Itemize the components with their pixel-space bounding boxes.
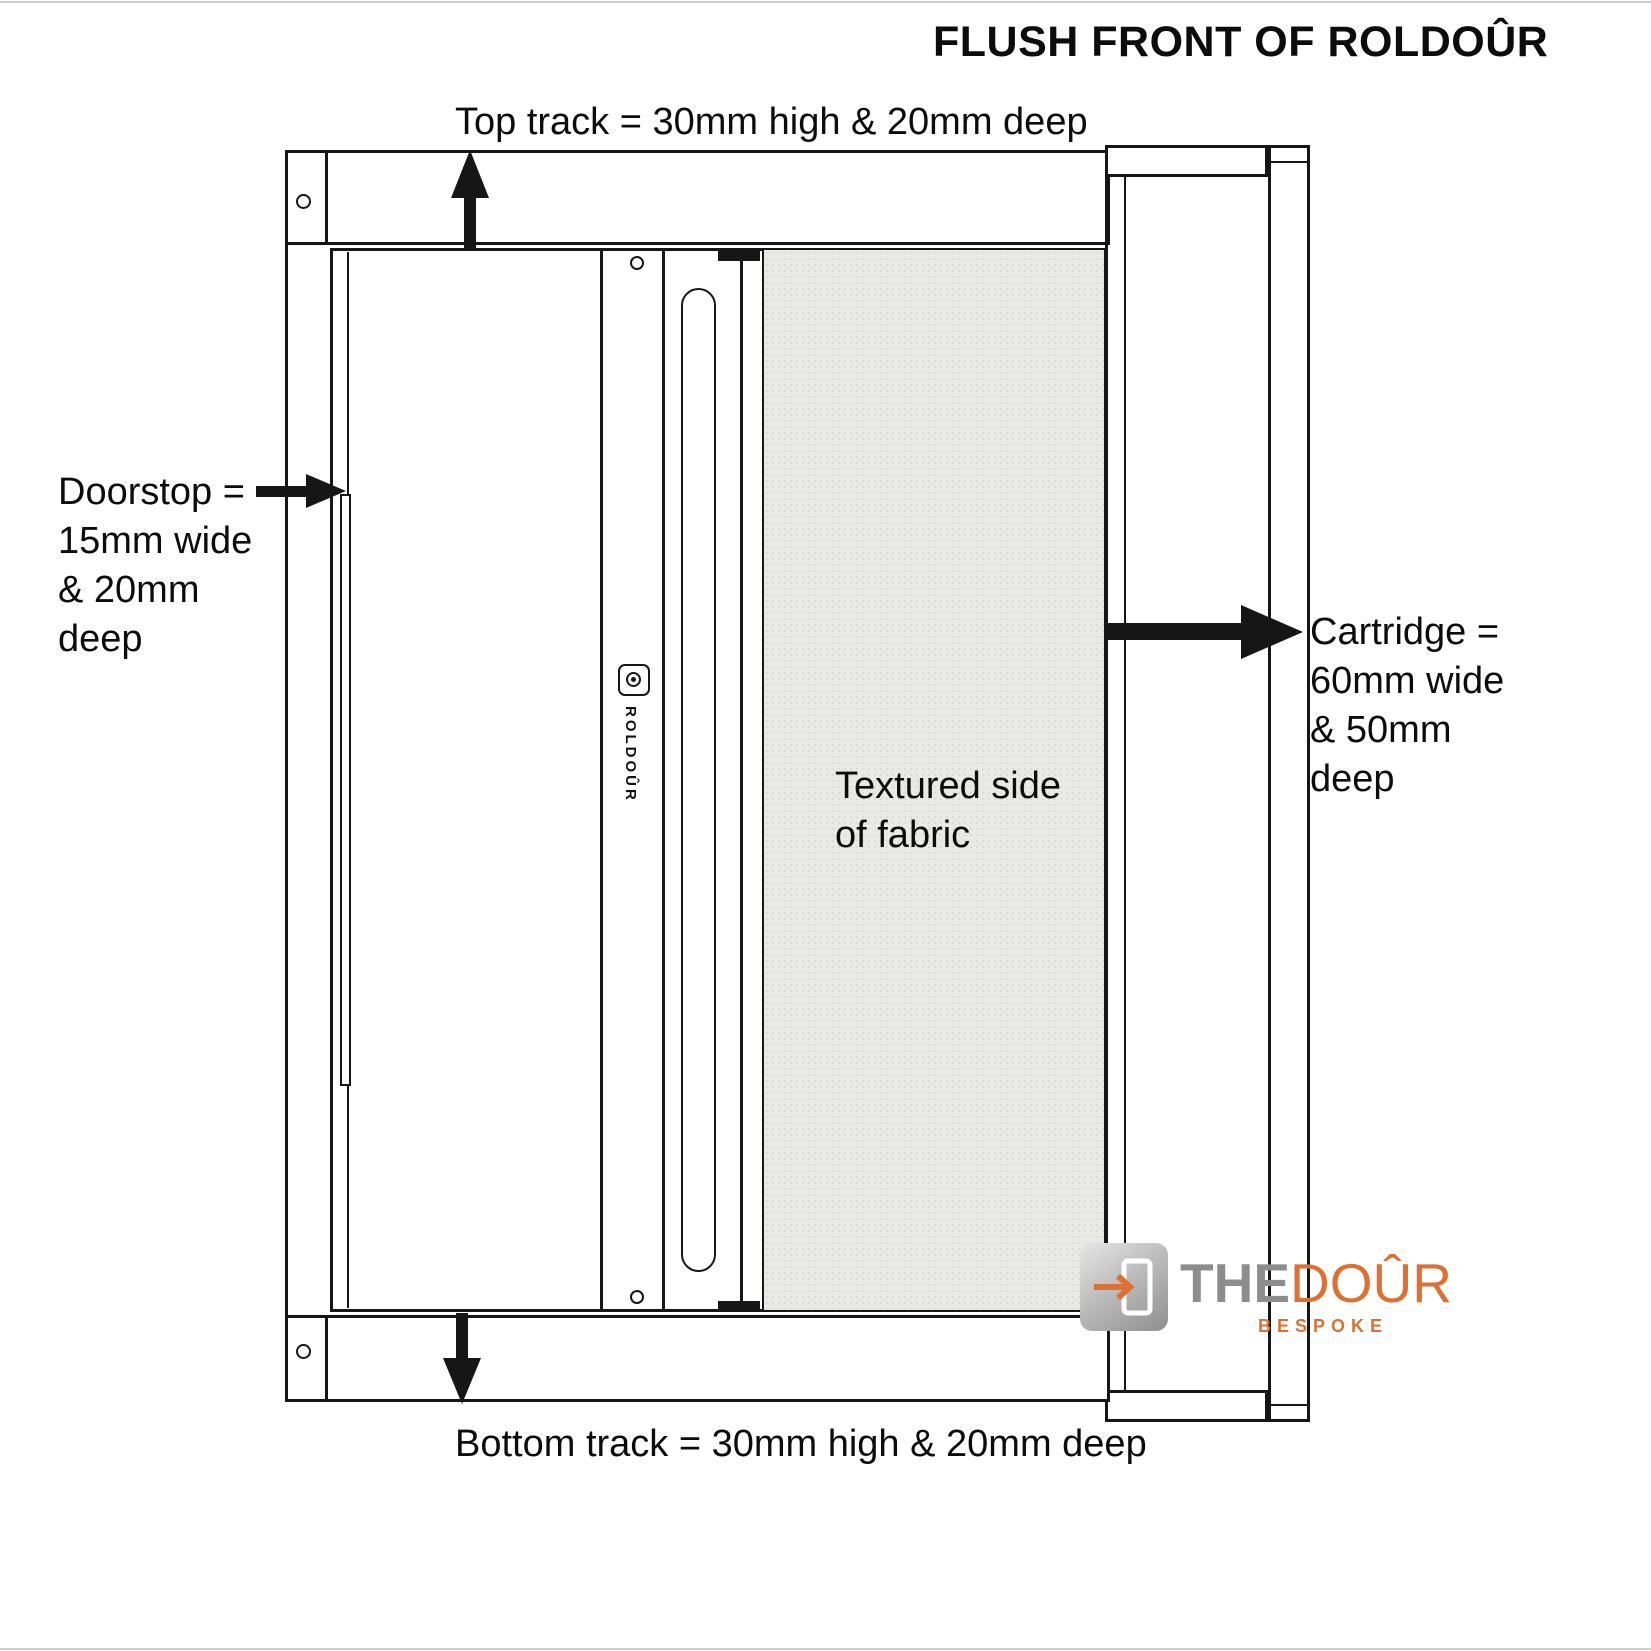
thedour-logo-icon <box>1080 1243 1168 1331</box>
roldour-spiral-dot <box>631 677 636 682</box>
top-track <box>285 150 1110 245</box>
fabric-panel <box>762 250 1104 1310</box>
mechanism-right-line <box>740 250 743 1310</box>
cartridge-bottom-plate <box>1105 1390 1268 1422</box>
logo-dour-text: DOÛR <box>1290 1252 1452 1314</box>
mechanism-bottom-screw <box>630 1290 644 1304</box>
cartridge-label: Cartridge = 60mm wide & 50mm deep <box>1310 611 1505 801</box>
top-track-arrow-head-icon <box>451 150 489 198</box>
mechanism-mid-line <box>662 250 665 1310</box>
bottom-track-arrow-shaft <box>456 1313 468 1361</box>
doorstop-arrow-head-icon <box>306 474 346 508</box>
cartridge-arrow-shaft <box>1108 623 1243 640</box>
roldour-spiral-ring <box>626 672 641 687</box>
bottom-track-label: Bottom track = 30mm high & 20mm deep <box>455 1423 1147 1465</box>
mechanism-left-line <box>600 250 603 1310</box>
bottom-track-divider <box>325 1317 328 1400</box>
logo-bespoke-text: BESPOKE <box>1258 1316 1389 1336</box>
mechanism-top-block <box>718 250 760 261</box>
cartridge-bar-bottom-cap <box>1270 1404 1308 1406</box>
bottom-track-screw-hole <box>296 1344 311 1359</box>
bottom-track-arrow-head-icon <box>443 1358 481 1404</box>
mechanism-top-screw <box>630 256 644 270</box>
doorstop-arrow-shaft <box>256 486 308 497</box>
page-title: FLUSH FRONT OF ROLDOÛR <box>933 18 1549 66</box>
roldour-vertical-brand: ROLDOÛR <box>622 706 639 803</box>
cartridge-arrow-head-icon <box>1241 605 1303 659</box>
cartridge-top-plate <box>1105 145 1268 177</box>
bottom-track <box>285 1315 1110 1402</box>
fabric-label: Textured side of fabric <box>835 765 1062 857</box>
photo-bottom-edge <box>0 1648 1651 1650</box>
cartridge-inner-line <box>1124 177 1126 1390</box>
top-track-label: Top track = 30mm high & 20mm deep <box>455 101 1088 143</box>
logo-the-text: THE <box>1180 1252 1290 1314</box>
mechanism-slot <box>681 288 716 1272</box>
mechanism-bottom-block <box>718 1301 760 1312</box>
doorstop-label: Doorstop = 15mm wide & 20mm deep <box>58 471 253 661</box>
top-track-arrow-shaft <box>464 196 476 248</box>
thedour-logo-text: THEDOÛR <box>1180 1256 1452 1311</box>
left-frame-line <box>285 245 288 1315</box>
top-track-screw-hole <box>296 194 311 209</box>
roldour-spiral-icon <box>618 664 650 696</box>
top-track-divider <box>325 152 328 243</box>
cartridge-left-line <box>1105 177 1108 1390</box>
doorstop-bar <box>340 494 351 1086</box>
door-exit-glyph-icon <box>1094 1258 1153 1316</box>
photo-top-edge <box>0 1 1651 3</box>
cartridge-right-bar <box>1268 145 1310 1422</box>
cartridge-bar-top-cap <box>1270 161 1308 163</box>
